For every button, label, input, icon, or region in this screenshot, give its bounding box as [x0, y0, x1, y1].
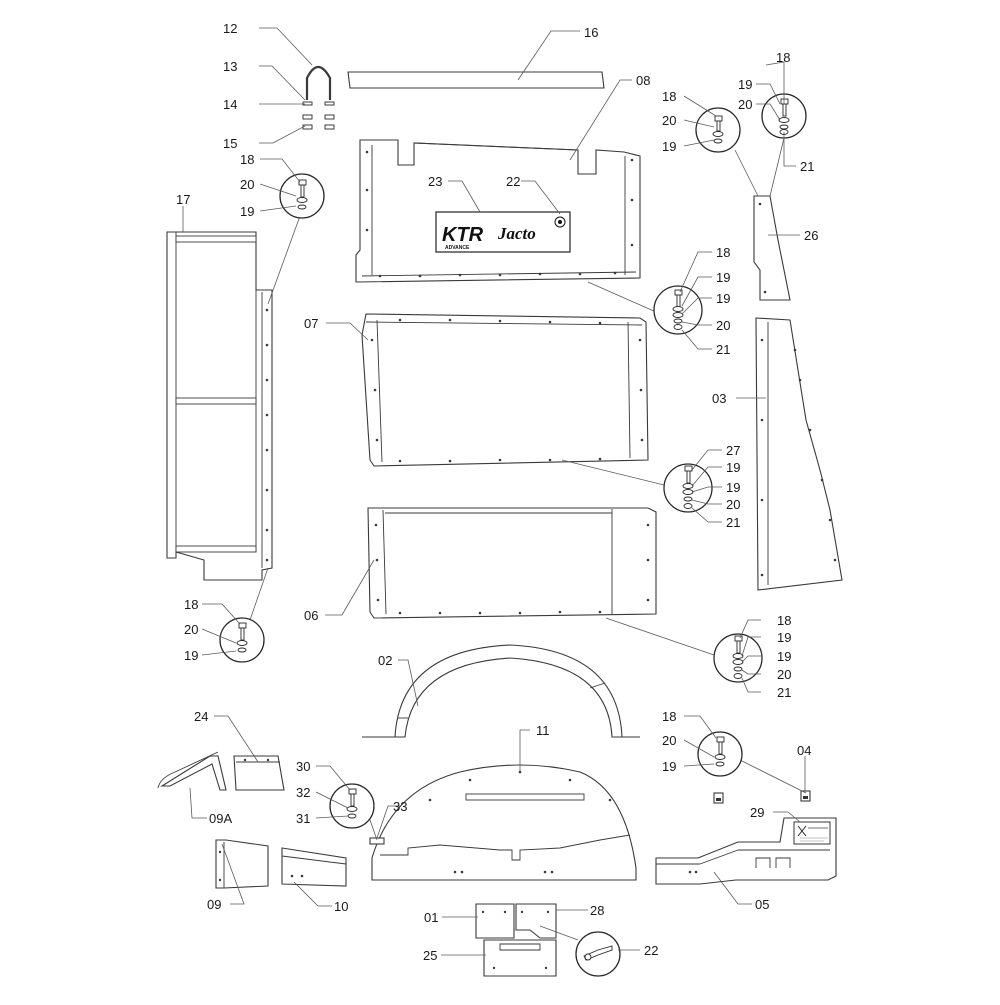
callout-14: 14 [223, 97, 237, 112]
callout-22-bottom: 22 [644, 943, 658, 958]
callout-18-b: 18 [776, 50, 790, 65]
callout-31: 31 [296, 811, 310, 826]
callout-19-d2: 19 [716, 291, 730, 306]
part-04-clip [713, 790, 811, 804]
callout-28: 28 [590, 903, 604, 918]
leader-lines [182, 27, 806, 956]
callout-03: 03 [712, 391, 726, 406]
part-06-lower-panel [367, 507, 657, 619]
part-07-middle-panel [361, 313, 649, 467]
callout-04: 04 [797, 743, 811, 758]
part-03-right-side-panel [755, 317, 843, 591]
part-08-upper-panel: KTR ADVANCE Jacto [355, 139, 641, 283]
callout-10: 10 [334, 899, 348, 914]
part-10-angle-bracket [281, 847, 347, 887]
hardware-bubble-f [219, 567, 269, 663]
callout-12: 12 [223, 21, 237, 36]
hardware-bubble-e [561, 459, 713, 513]
callout-17: 17 [176, 192, 190, 207]
callout-25: 25 [423, 948, 437, 963]
callout-19-b: 19 [738, 77, 752, 92]
callout-24: 24 [194, 709, 208, 724]
part-09a-bracket [157, 751, 227, 791]
callout-30: 30 [296, 759, 310, 774]
callout-19-h: 19 [662, 759, 676, 774]
callout-19-g1: 19 [777, 630, 791, 645]
ktr-jacto-logo-plate: KTR ADVANCE Jacto [435, 211, 571, 253]
callout-22-top: 22 [506, 174, 520, 189]
callout-20-f: 20 [184, 622, 198, 637]
part-09-side-bracket [215, 839, 269, 889]
part-11-fender-cover [371, 764, 637, 881]
part-05-base-rail [655, 817, 837, 885]
callout-19-c: 19 [240, 204, 254, 219]
callout-09a: 09A [209, 811, 232, 826]
callout-01: 01 [424, 910, 438, 925]
callout-20-h: 20 [662, 733, 676, 748]
callout-18-g: 18 [777, 613, 791, 628]
callout-33: 33 [393, 799, 407, 814]
hardware-bubble-j [539, 925, 621, 977]
callout-19-a: 19 [662, 139, 676, 154]
callout-15: 15 [223, 136, 237, 151]
part-28-plate [515, 903, 557, 939]
part-01-plate [475, 903, 515, 939]
callout-32: 32 [296, 785, 310, 800]
callout-23: 23 [428, 174, 442, 189]
callout-18-a: 18 [662, 89, 676, 104]
hardware-bubble-g [605, 617, 763, 683]
logo-jacto-text: Jacto [497, 224, 536, 243]
callout-20-d: 20 [716, 318, 730, 333]
part-25-plate [483, 939, 557, 977]
hardware-bubble-c [267, 173, 325, 305]
part-12-u-bolt [302, 65, 335, 130]
callout-08: 08 [636, 73, 650, 88]
callout-19-e1: 19 [726, 460, 740, 475]
callout-07: 07 [304, 316, 318, 331]
callout-13: 13 [223, 59, 237, 74]
hardware-bubble-d [587, 281, 703, 335]
callout-20-g: 20 [777, 667, 791, 682]
callout-19-e2: 19 [726, 480, 740, 495]
callout-21-g: 21 [777, 685, 791, 700]
part-24-cover-plate [233, 755, 285, 791]
callout-02: 02 [378, 653, 392, 668]
callout-labels: 12 13 14 15 16 08 18 20 19 18 19 20 21 2… [176, 21, 818, 963]
callout-18-h: 18 [662, 709, 676, 724]
part-17-left-frame [166, 231, 273, 581]
callout-21-e: 21 [726, 515, 740, 530]
hardware-bubble-h [697, 731, 807, 794]
logo-ktr-text: KTR [442, 224, 484, 246]
logo-advance-text: ADVANCE [445, 245, 470, 251]
callout-11: 11 [536, 723, 550, 738]
callout-06: 06 [304, 608, 318, 623]
part-29-warning-label [793, 821, 831, 845]
callout-18-c: 18 [240, 152, 254, 167]
hardware-bubble-b [761, 93, 807, 197]
hardware-bubble-i [329, 783, 378, 841]
callout-19-d1: 19 [716, 270, 730, 285]
callout-16: 16 [584, 25, 598, 40]
callout-27: 27 [726, 443, 740, 458]
part-26-right-bracket [753, 195, 791, 301]
part-16-top-bar [347, 71, 605, 89]
callout-21-d: 21 [716, 342, 730, 357]
callout-05: 05 [755, 897, 769, 912]
callout-18-d: 18 [716, 245, 730, 260]
part-02-fender-arch [362, 644, 640, 738]
callout-18-f: 18 [184, 597, 198, 612]
callout-20-e: 20 [726, 497, 740, 512]
callout-21-b: 21 [800, 159, 814, 174]
callout-20-b: 20 [738, 97, 752, 112]
callout-26: 26 [804, 228, 818, 243]
hardware-bubble-a [695, 107, 759, 197]
callout-09: 09 [207, 897, 221, 912]
callout-19-f: 19 [184, 648, 198, 663]
callout-20-c: 20 [240, 177, 254, 192]
callout-19-g2: 19 [777, 649, 791, 664]
callout-20-a: 20 [662, 113, 676, 128]
callout-29: 29 [750, 805, 764, 820]
